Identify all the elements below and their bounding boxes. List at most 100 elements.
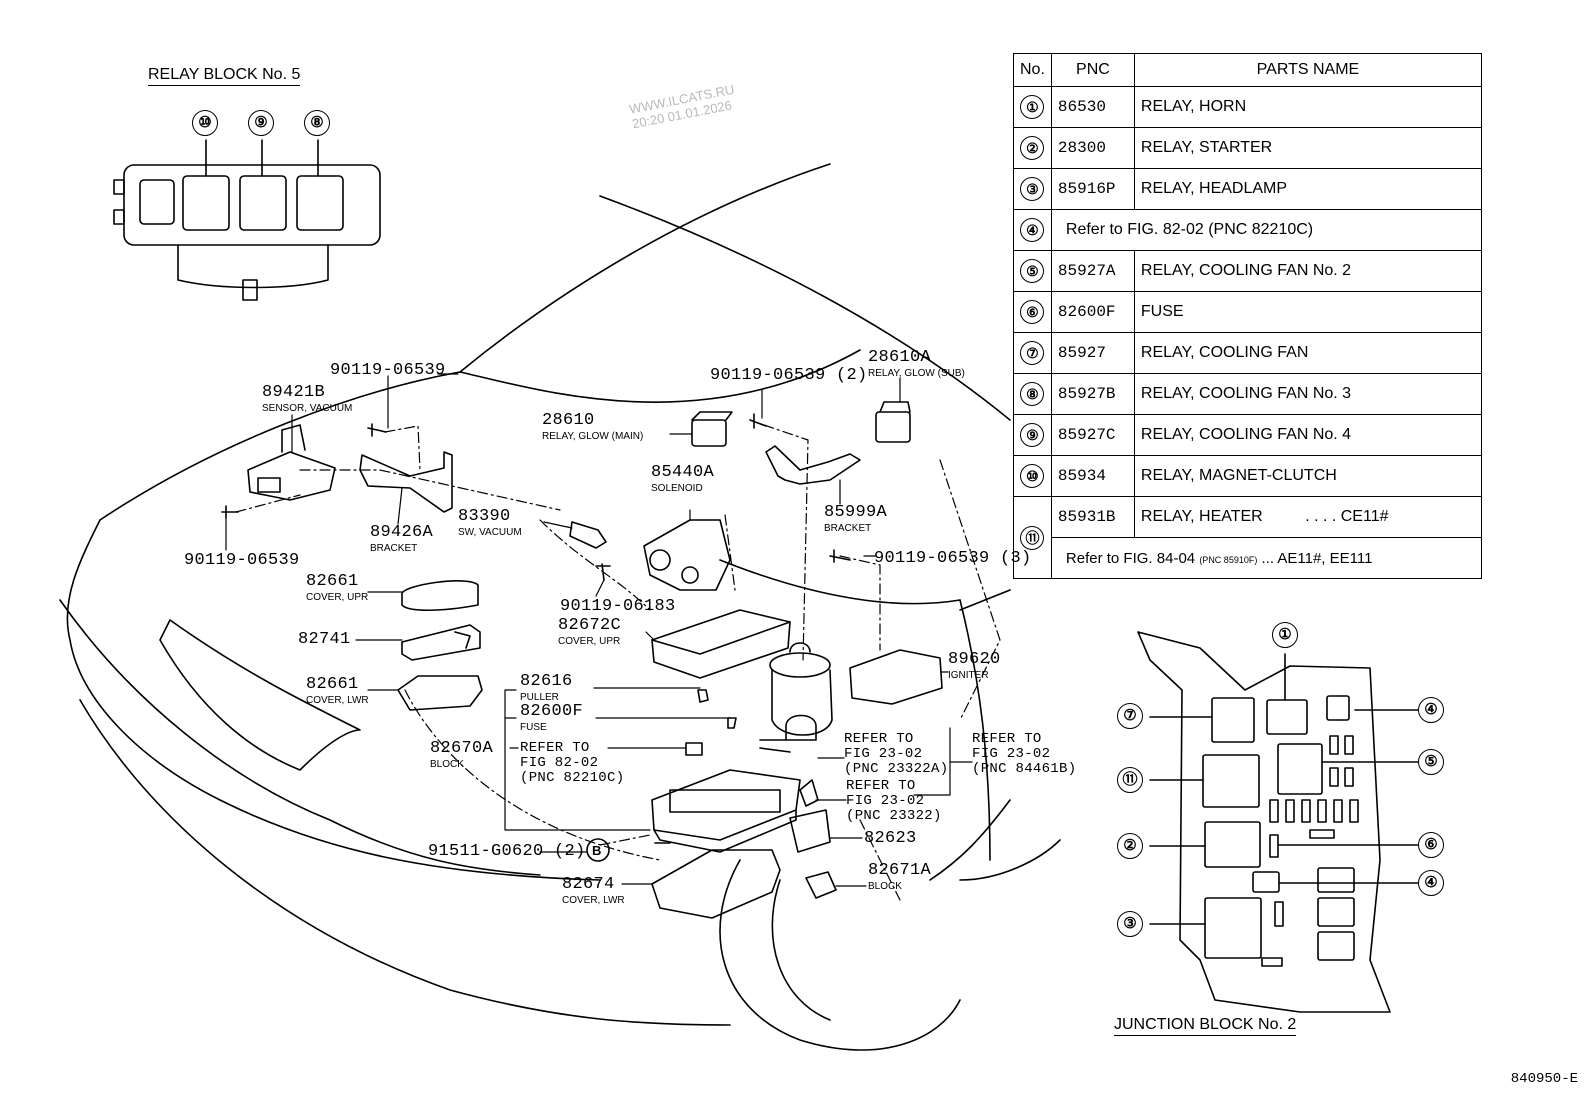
callout-pnc: 82741	[298, 630, 351, 649]
refer-line: REFER TO	[846, 778, 916, 794]
wheel-arch	[719, 859, 961, 1051]
junction-ref-3: ③	[1117, 911, 1143, 937]
callout-pnc: 90119-06539	[184, 551, 300, 570]
row-pnc: 82600F	[1050, 291, 1135, 333]
refer-pnc: (PNC 85910F)	[1199, 554, 1258, 565]
row-pnc: 85927B	[1050, 373, 1135, 415]
callout-pnc: 82674	[562, 875, 615, 894]
row-parts-name: RELAY, COOLING FAN No. 3	[1133, 373, 1483, 415]
part-igniter	[849, 649, 943, 705]
relay-ref-8: ⑧	[304, 110, 330, 136]
callout-bolt-left: 90119-06539	[184, 552, 300, 570]
row-parts-name: RELAY, COOLING FAN	[1133, 332, 1483, 374]
junction-ref-1: ①	[1272, 622, 1298, 648]
callout-name: RELAY, GLOW (MAIN)	[542, 431, 644, 442]
relay-block-5	[113, 139, 381, 301]
parts-table-header: No. PNC PARTS NAME	[1013, 53, 1483, 87]
header-pnc: PNC	[1050, 53, 1135, 87]
callout-pnc: 90119-06539	[330, 361, 446, 380]
row-parts-name: RELAY, STARTER	[1133, 127, 1483, 169]
refer-line: FIG 23-02	[846, 793, 925, 809]
header-parts-name: PARTS NAME	[1133, 53, 1483, 87]
row-pnc: 85916P	[1050, 168, 1135, 210]
row-model-note: . . . . CE11#	[1305, 508, 1389, 525]
assembly-line-8	[599, 834, 651, 846]
row-number: ⑤	[1020, 259, 1045, 283]
hood-crease	[459, 349, 861, 403]
wheel-arch-inner	[771, 879, 831, 1021]
part-82741	[401, 624, 481, 661]
callout-pnc: 82616	[520, 672, 573, 691]
header-no: No.	[1013, 53, 1052, 87]
row-pnc: 85931B	[1050, 496, 1135, 538]
assembly-line-4	[724, 514, 736, 591]
figure-code: 840950-E	[1510, 1071, 1578, 1087]
part-cover-upr-small	[401, 580, 479, 611]
refer-text: Refer to FIG. 84-04	[1065, 549, 1196, 567]
callout-name: SOLENOID	[651, 483, 703, 494]
part-relay-glow-main	[691, 411, 733, 447]
hood-outline	[99, 163, 831, 521]
assembly-line-3	[384, 425, 421, 471]
row-pnc: 85927C	[1050, 414, 1135, 456]
junction-ref-4a: ④	[1418, 697, 1444, 723]
row-parts-name: RELAY, COOLING FAN No. 4	[1133, 414, 1483, 456]
part-relay-small	[685, 689, 737, 756]
parts-table: No. PNC PARTS NAME ① 86530 RELAY, HORN ②…	[1013, 53, 1483, 579]
row-number: ①	[1020, 95, 1045, 119]
table-row: Refer to FIG. 84-04 (PNC 85910F) ... AE1…	[1014, 537, 1483, 579]
callout-pnc: 90119-06183	[560, 597, 676, 616]
callout-pnc: 28610A	[868, 348, 932, 367]
callout-pnc: 89421B	[262, 383, 326, 402]
relay-ref-10: ⑩	[192, 110, 218, 136]
table-row: ⑤ 85927A RELAY, COOLING FAN No. 2	[1013, 250, 1483, 292]
row-number: ③	[1020, 177, 1045, 201]
row-parts-name-text: RELAY, HEATER	[1140, 508, 1263, 525]
row-refer-note: Refer to FIG. 84-04 (PNC 85910F) ... AE1…	[1050, 537, 1483, 579]
callout-pnc: 82661	[306, 675, 359, 694]
callout-pnc: 91511-G0620 (2)	[428, 842, 586, 861]
callout-pnc: 85999A	[824, 503, 888, 522]
junction-ref-5: ⑤	[1418, 749, 1444, 775]
junction-ref-2: ②	[1117, 833, 1143, 859]
fender-right	[929, 799, 1011, 881]
row-parts-name: RELAY, HORN	[1133, 86, 1483, 128]
callout-pnc: 82623	[864, 829, 917, 848]
part-cover-lwr-block	[651, 849, 781, 919]
row-parts-name: RELAY, MAGNET-CLUTCH	[1133, 455, 1483, 497]
callout-name: SENSOR, VACUUM	[262, 403, 353, 414]
callout-name: RELAY, GLOW (SUB)	[868, 368, 965, 379]
row-parts-name: RELAY, HEATER . . . . CE11#	[1133, 496, 1483, 538]
callout-bolt-top: 90119-06539	[330, 362, 446, 380]
row-number: ⑨	[1020, 423, 1045, 447]
front-bumper	[66, 519, 601, 881]
table-row: ③ 85916P RELAY, HEADLAMP	[1013, 168, 1483, 210]
callout-bolt-center: 90119-06539 (2)	[710, 367, 868, 385]
part-sensor-small	[799, 779, 819, 807]
callout-pnc: 82671A	[868, 861, 932, 880]
bumper-lower	[79, 699, 731, 1026]
refer-line: (PNC 84461B)	[972, 761, 1077, 777]
table-row: ⑦ 85927 RELAY, COOLING FAN	[1013, 332, 1483, 374]
callout-name: SW, VACUUM	[458, 527, 522, 538]
callout-name: IGNITER	[948, 670, 989, 681]
callout-pnc: 82672C	[558, 616, 622, 635]
assembly-line-7	[859, 819, 901, 901]
callout-refer-84461b: REFER TO FIG 23-02 (PNC 84461B)	[972, 732, 1076, 777]
windshield-edge	[719, 559, 961, 605]
row-number: ④	[1020, 218, 1045, 242]
row-number: ⑦	[1020, 341, 1045, 365]
assembly-line-9	[404, 689, 661, 861]
table-row: ④ Refer to FIG. 82-02 (PNC 82210C)	[1013, 209, 1483, 251]
table-row: ⑧ 85927B RELAY, COOLING FAN No. 3	[1013, 373, 1483, 415]
part-sensor-vacuum	[247, 424, 336, 501]
junction-block-title: JUNCTION BLOCK No. 2	[1114, 1016, 1297, 1036]
assembly-line-5	[763, 424, 809, 661]
table-row: ① 86530 RELAY, HORN	[1013, 86, 1483, 128]
